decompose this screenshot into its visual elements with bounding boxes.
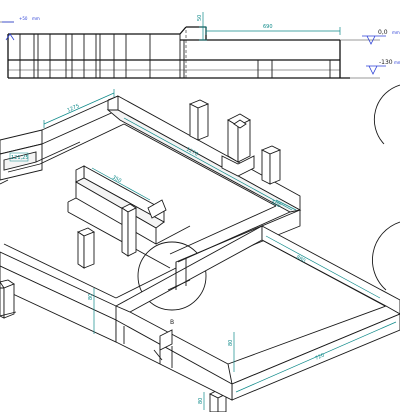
dim-690: 690 bbox=[205, 24, 341, 35]
dim-1270-label: 1270 bbox=[185, 146, 199, 157]
iso-dimensions: 1275 121,25 1270 500 350 880 720 80 80 8… bbox=[9, 89, 397, 410]
dim-50-label: 50 bbox=[197, 15, 203, 21]
dim-720-label: 720 bbox=[314, 352, 325, 361]
level-top-label: +50 bbox=[19, 16, 28, 21]
level-bottom-label: -130 bbox=[379, 59, 393, 66]
level-top-marker: +50 mm bbox=[2, 16, 40, 41]
level-top-unit: mm bbox=[32, 16, 40, 21]
level-bottom-marker: -130 mm bbox=[366, 59, 400, 75]
section-label-b: B bbox=[170, 319, 174, 326]
dim-690-label: 690 bbox=[263, 24, 273, 30]
dim-500-label: 500 bbox=[270, 199, 281, 209]
dim-1275-label: 1275 bbox=[66, 103, 80, 114]
level-bottom-unit: mm bbox=[394, 60, 400, 65]
level-zero-marker: 0,0 mm bbox=[362, 29, 400, 45]
isometric-view bbox=[0, 84, 400, 412]
detail-circle-center bbox=[137, 241, 207, 311]
level-zero-label: 0,0 bbox=[378, 29, 388, 36]
detail-circle-bottom bbox=[372, 221, 400, 291]
dim-350-label: 350 bbox=[111, 174, 122, 184]
level-zero-unit: mm bbox=[392, 30, 400, 35]
elevation-view bbox=[0, 21, 380, 79]
dim-880-label: 880 bbox=[295, 254, 306, 264]
dim-height-left-label: 80 bbox=[88, 294, 94, 300]
dim-height-lower-label: 80 bbox=[198, 398, 204, 404]
dim-12125-label: 121,25 bbox=[11, 155, 29, 161]
dim-height-front-label: 80 bbox=[228, 340, 234, 346]
detail-circle-top bbox=[373, 84, 400, 145]
